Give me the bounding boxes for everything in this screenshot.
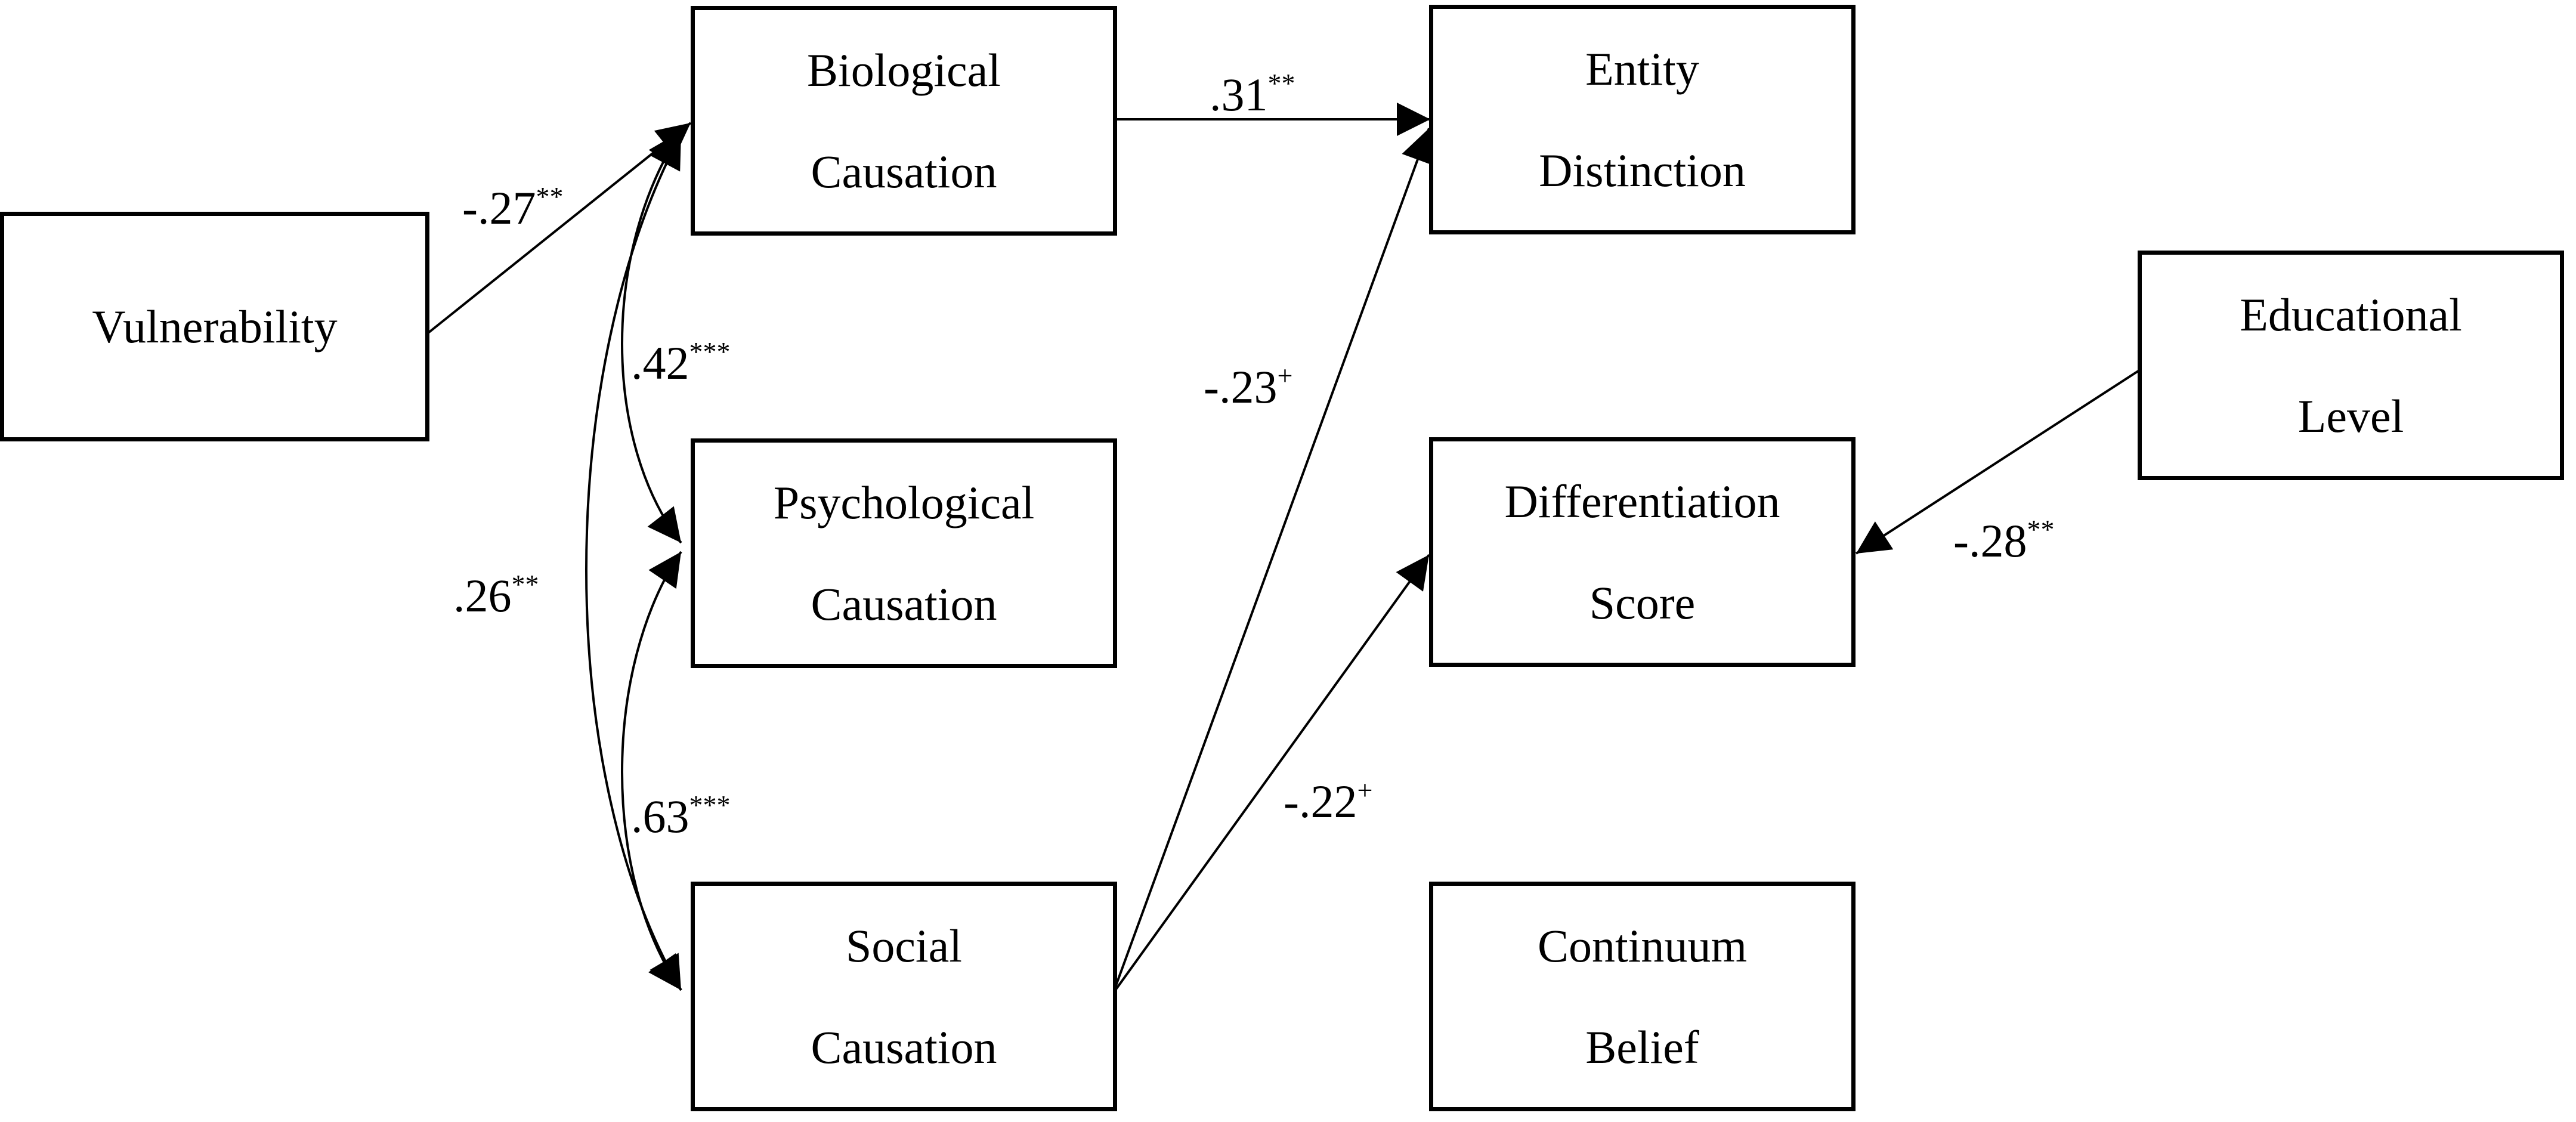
node-continuum-belief-line1: Continuum [1537, 919, 1748, 972]
coef-value: .26 [453, 570, 512, 622]
coef-value: -.28 [1953, 515, 2027, 567]
node-psychological-causation-line1: Psychological [773, 476, 1035, 528]
node-social-causation-line1: Social [846, 919, 962, 972]
node-psychological-causation-line2: Causation [811, 577, 997, 630]
coef-social-to-differentiation: -.22+ [1284, 775, 1373, 827]
coef-value: .42 [631, 337, 689, 389]
node-continuum-belief-line2: Belief [1585, 1021, 1699, 1073]
coef-psychological-social: .63*** [631, 790, 731, 842]
node-social-causation-line2: Causation [811, 1021, 997, 1073]
node-biological-causation: Biological Causation [691, 6, 1117, 236]
path-social-to-entity [1114, 128, 1434, 988]
coef-value: .31 [1210, 69, 1268, 120]
coef-value: -.23 [1204, 361, 1278, 413]
coef-biological-psychological: .42*** [631, 337, 731, 389]
coef-sig: ** [511, 569, 539, 599]
node-differentiation-score-line2: Score [1589, 576, 1696, 629]
node-educational-level-line2: Level [2297, 390, 2404, 442]
node-educational-level: Educational Level [2138, 251, 2564, 480]
path-educational-to-differentiation [1855, 370, 2139, 555]
node-vulnerability-label: Vulnerability [92, 300, 338, 353]
node-biological-causation-line2: Causation [811, 145, 997, 197]
node-psychological-causation: Psychological Causation [691, 438, 1117, 668]
coef-biological-social: .26** [453, 570, 539, 622]
correlation-psychological-social [621, 551, 682, 991]
node-educational-level-line1: Educational [2240, 288, 2462, 341]
coef-sig: *** [689, 336, 731, 367]
coef-sig: *** [689, 790, 731, 820]
node-entity-distinction: Entity Distinction [1429, 5, 1856, 234]
node-differentiation-score-line1: Differentiation [1504, 475, 1780, 527]
correlation-biological-social [585, 134, 682, 991]
node-biological-causation-line1: Biological [807, 44, 1001, 96]
coef-sig: ** [536, 181, 564, 212]
coef-biological-to-entity: .31** [1210, 69, 1295, 120]
coef-educational-to-differentiation: -.28** [1953, 515, 2054, 567]
node-vulnerability: Vulnerability [0, 212, 429, 441]
node-differentiation-score: Differentiation Score [1429, 437, 1856, 667]
coef-vulnerability-to-biological: -.27** [462, 182, 563, 234]
coef-value: .63 [631, 790, 689, 842]
path-social-to-differentiation [1114, 554, 1430, 991]
coef-sig: + [1277, 360, 1293, 391]
node-entity-distinction-line2: Distinction [1539, 144, 1746, 196]
coef-sig: ** [2027, 514, 2055, 545]
node-continuum-belief: Continuum Belief [1429, 882, 1856, 1111]
coef-sig: ** [1267, 68, 1295, 98]
coef-value: -.22 [1284, 775, 1357, 827]
node-social-causation: Social Causation [691, 882, 1117, 1111]
node-entity-distinction-line1: Entity [1585, 42, 1699, 95]
path-vulnerability-to-biological [427, 122, 692, 334]
coef-value: -.27 [462, 182, 536, 234]
coef-sig: + [1357, 775, 1373, 805]
coef-social-to-entity: -.23+ [1204, 361, 1292, 413]
